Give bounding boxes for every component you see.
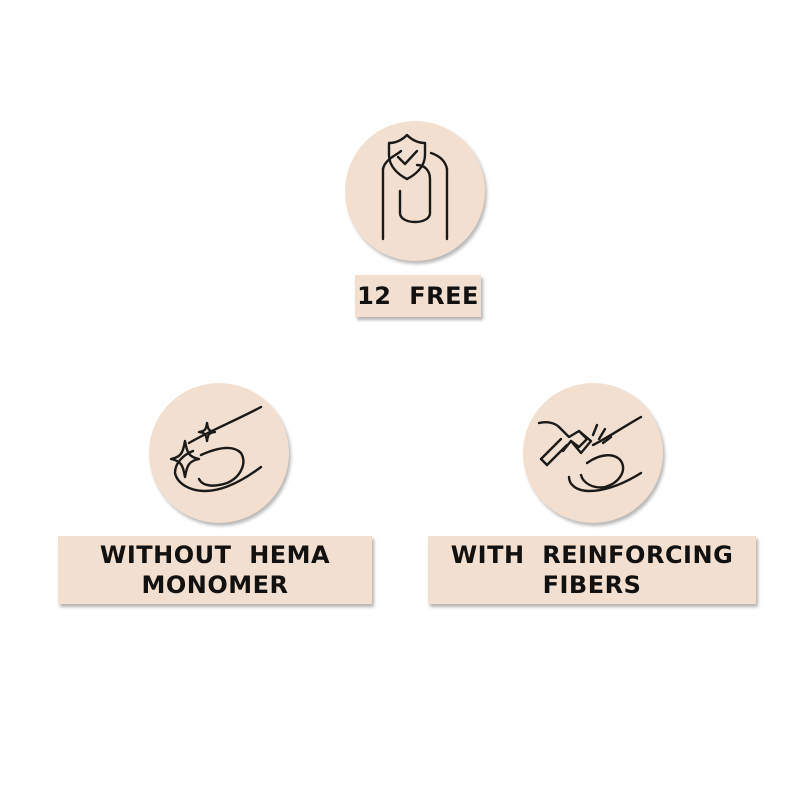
feature-badge-12-free	[345, 121, 485, 261]
feature-label-line: 12 FREE	[357, 282, 479, 310]
nail-sparkle-icon	[169, 405, 263, 493]
feature-label-line: FIBERS	[542, 571, 642, 599]
feature-label-line: MONOMER	[141, 571, 289, 599]
nail-hammer-icon	[537, 415, 643, 493]
feature-label-without-hema: WITHOUT HEMA MONOMER	[58, 536, 372, 604]
feature-label-reinforcing-fibers: WITH REINFORCING FIBERS	[428, 536, 756, 604]
feature-label-line: WITH REINFORCING	[450, 541, 734, 569]
feature-badge-without-hema	[149, 383, 289, 523]
nail-shield-check-icon	[381, 133, 449, 241]
feature-label-line: WITHOUT HEMA	[99, 541, 331, 569]
feature-badge-reinforcing-fibers	[523, 383, 663, 523]
feature-label-12-free: 12 FREE	[355, 275, 481, 317]
